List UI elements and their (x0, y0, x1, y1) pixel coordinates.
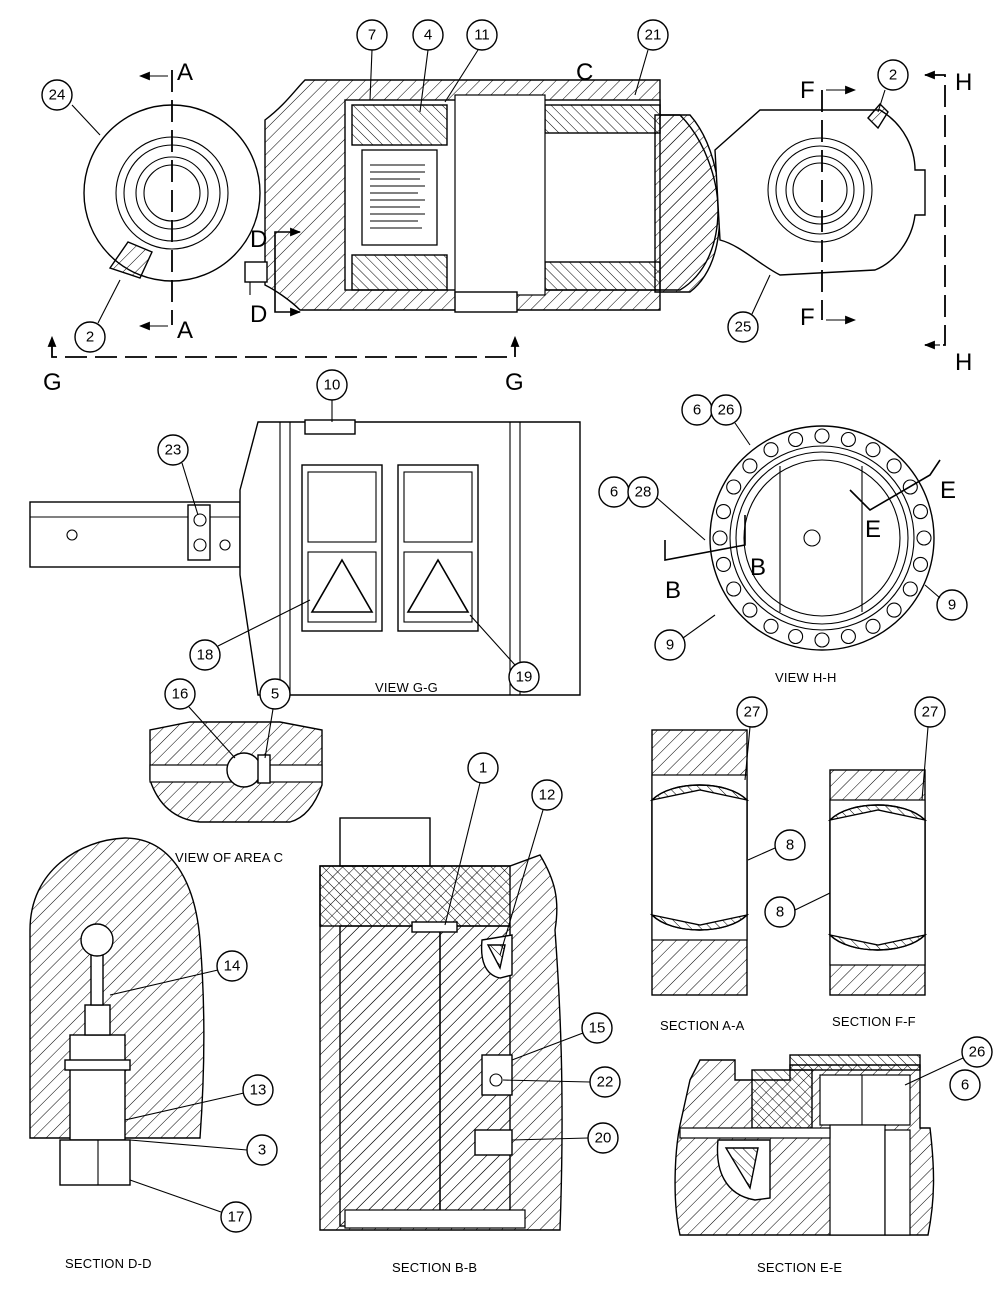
balloon-1: 1 (479, 760, 487, 777)
balloon-8-a: 8 (786, 837, 794, 854)
bolt-hole (788, 431, 804, 448)
balloon-4: 4 (424, 27, 432, 44)
section-e-e (674, 1054, 935, 1236)
bolt-hole (840, 628, 856, 645)
balloon-22: 22 (597, 1074, 614, 1091)
bolt-hole (788, 628, 804, 645)
bolt-hole (865, 618, 881, 634)
bolt-hole (912, 504, 929, 520)
balloon-2-right: 2 (889, 67, 897, 84)
bolt-hole (886, 602, 902, 618)
balloon-9-right: 9 (948, 597, 956, 614)
balloon-25: 25 (735, 319, 752, 336)
balloon-26-top: 26 (718, 402, 735, 419)
view-g-g (29, 419, 581, 696)
section-letter-e-right: E (940, 477, 956, 504)
bolt-hole (726, 581, 742, 597)
balloon-18: 18 (197, 647, 214, 664)
caption-section-e-e: SECTION E-E (757, 1260, 842, 1275)
balloon-6-top: 6 (693, 402, 701, 419)
caption-view-area-c: VIEW OF AREA C (175, 850, 283, 865)
right-eye-outline (714, 109, 926, 276)
section-b-b (319, 817, 563, 1231)
balloon-16: 16 (172, 686, 189, 703)
balloon-2-left: 2 (86, 329, 94, 346)
caption-section-d-d: SECTION D-D (65, 1256, 152, 1271)
balloon-21: 21 (645, 27, 662, 44)
section-letter-f-bottom: F (800, 304, 815, 331)
caption-view-g-g: VIEW G-G (375, 680, 438, 695)
section-letter-b-right: B (750, 554, 766, 581)
view-h-h (664, 425, 941, 651)
balloon-10: 10 (324, 377, 341, 394)
balloon-8-f: 8 (776, 904, 784, 921)
bolt-hole (865, 442, 881, 458)
bolt-hole (902, 479, 918, 495)
bolt-hole (742, 602, 758, 618)
balloon-27-a: 27 (744, 704, 761, 721)
section-letter-a-bottom: A (177, 317, 193, 344)
caption-section-b-b: SECTION B-B (392, 1260, 477, 1275)
section-letter-c: C (576, 59, 593, 86)
bolt-hole (814, 428, 830, 444)
section-letter-g-right: G (505, 369, 524, 396)
bolt-hole (712, 530, 728, 546)
balloon-28: 28 (635, 484, 652, 501)
balloon-13: 13 (250, 1082, 267, 1099)
balloon-14: 14 (224, 958, 241, 975)
balloon-3: 3 (258, 1142, 266, 1159)
section-letter-f-top: F (800, 77, 815, 104)
balloon-7: 7 (368, 27, 376, 44)
bolt-hole (715, 504, 732, 520)
section-letter-d-top: D (250, 226, 267, 253)
section-letter-g-left: G (43, 369, 62, 396)
balloon-20: 20 (595, 1130, 612, 1147)
bolt-hole (886, 458, 902, 474)
bolt-hole (742, 458, 758, 474)
balloon-6-e: 6 (961, 1077, 969, 1094)
section-letter-e-inner: E (865, 516, 881, 543)
balloon-27-f: 27 (922, 704, 939, 721)
caption-view-h-h: VIEW H-H (775, 670, 837, 685)
section-letter-d-bottom: D (250, 301, 267, 328)
balloon-6-left: 6 (610, 484, 618, 501)
section-letter-h-bottom: H (955, 349, 972, 376)
bolt-hole (814, 632, 830, 648)
caption-section-f-f: SECTION F-F (832, 1014, 916, 1029)
bolt-hole (916, 530, 932, 546)
caption-section-a-a: SECTION A-A (660, 1018, 745, 1033)
balloon-5: 5 (271, 686, 279, 703)
section-letter-b-left: B (665, 577, 681, 604)
bolt-hole (763, 442, 779, 458)
balloon-11: 11 (474, 27, 490, 44)
bolt-hole (715, 556, 732, 572)
section-letter-h-top: H (955, 69, 972, 96)
section-f-f (827, 769, 928, 996)
bolt-hole (726, 479, 742, 495)
balloon-24: 24 (49, 87, 66, 104)
section-letter-a-top: A (177, 59, 193, 86)
balloon-17: 17 (228, 1209, 245, 1226)
bolt-hole (840, 431, 856, 448)
balloon-15: 15 (589, 1020, 606, 1037)
section-a-a (649, 729, 750, 996)
balloon-9-left: 9 (666, 637, 674, 654)
balloon-12: 12 (539, 787, 556, 804)
view-area-c (149, 721, 323, 823)
bolt-hole (763, 618, 779, 634)
balloon-23: 23 (165, 442, 182, 459)
main-cylinder-view (47, 70, 946, 358)
balloon-19: 19 (516, 669, 533, 686)
balloon-26-e: 26 (969, 1044, 986, 1061)
bolt-hole (912, 556, 929, 572)
section-d-d (29, 837, 205, 1186)
bolt-hole (902, 581, 918, 597)
